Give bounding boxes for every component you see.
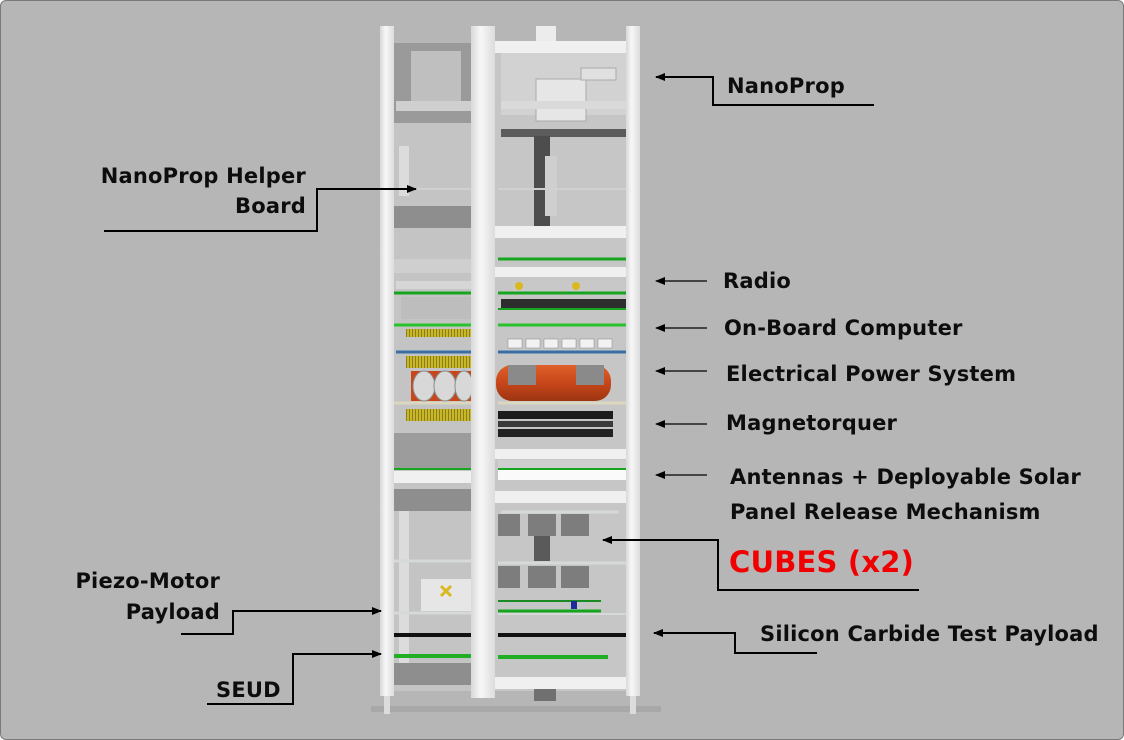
label-helper-line2: Board <box>235 194 306 218</box>
callout-leaders <box>104 73 919 705</box>
label-piezo-line2: Payload <box>125 600 220 624</box>
label-radio: Radio <box>723 269 791 293</box>
label-antennas-release: Antennas + Deployable Solar Panel Releas… <box>730 460 1081 530</box>
frame-rails <box>380 26 640 714</box>
label-nanoprop-helper-board: NanoProp Helper Board <box>91 161 306 221</box>
label-piezo-line1: Piezo-Motor <box>75 569 220 593</box>
label-electrical-power-system: Electrical Power System <box>726 362 1017 386</box>
label-helper-line1: NanoProp Helper <box>100 164 306 188</box>
label-on-board-computer: On-Board Computer <box>724 316 963 340</box>
label-antennas-line2: Panel Release Mechanism <box>730 500 1041 524</box>
label-piezo-motor-payload: Piezo-Motor Payload <box>61 566 220 628</box>
side-view-column <box>391 43 474 691</box>
label-antennas-line1: Antennas + Deployable Solar <box>730 465 1081 489</box>
front-view-column <box>494 41 636 701</box>
label-silicon-carbide-payload: Silicon Carbide Test Payload <box>760 622 1099 646</box>
label-cubes: CUBES (x2) <box>729 545 915 579</box>
label-seud: SEUD <box>216 678 281 702</box>
floor-shadow <box>371 706 661 712</box>
label-nanoprop: NanoProp <box>727 74 845 98</box>
label-magnetorquer: Magnetorquer <box>726 411 898 435</box>
